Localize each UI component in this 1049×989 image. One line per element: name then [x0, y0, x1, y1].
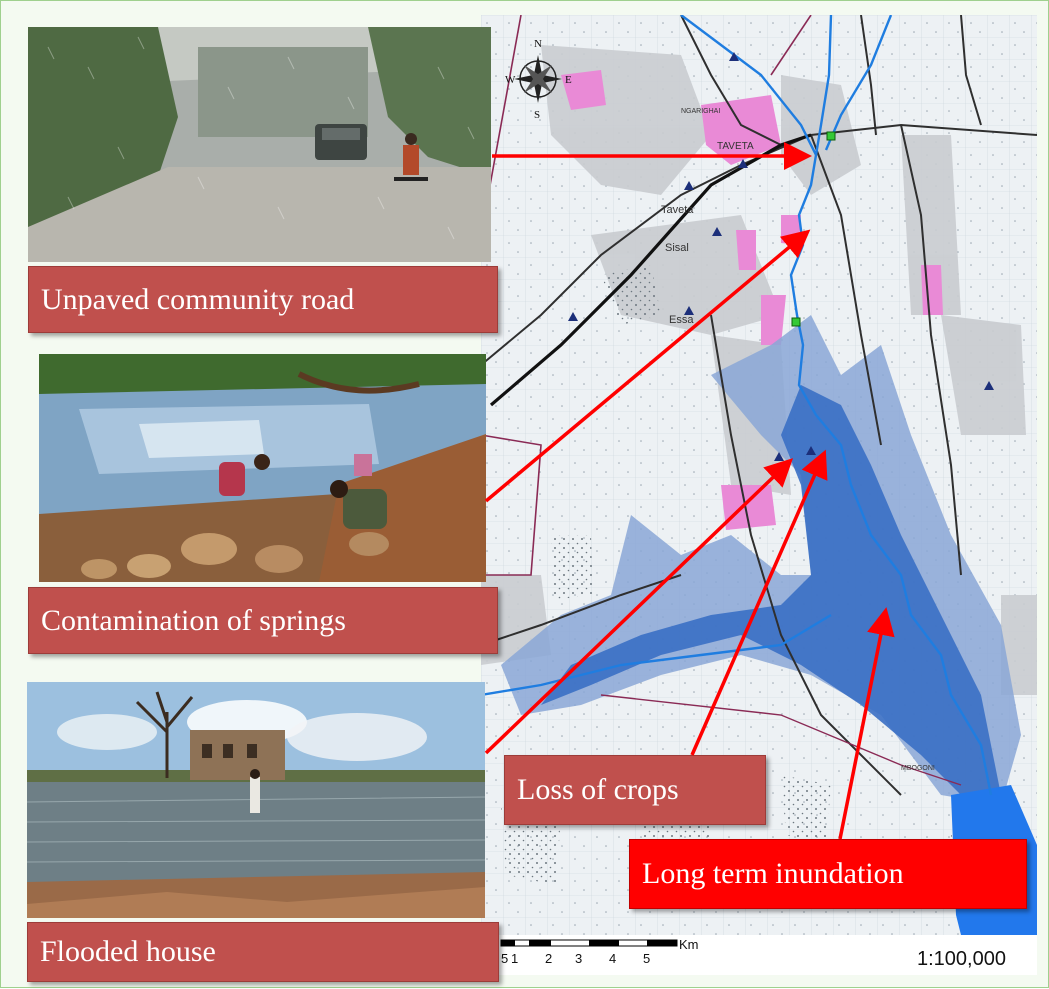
topographic-map: N S W E TAVETA Taveta Sisal Essa NGARIGH… [481, 15, 1037, 975]
label-flooded-house: Flooded house [27, 922, 499, 982]
place-sisal: Sisal [665, 242, 689, 254]
label-long-term-inundation: Long term inundation [629, 839, 1027, 909]
place-mbogoni: MBOGONI [901, 765, 935, 772]
scale-tick: 2 [545, 951, 552, 966]
scale-ratio: 1:100,000 [917, 948, 1006, 970]
place-essa: Essa [669, 314, 694, 326]
label-contamination-springs: Contamination of springs [28, 587, 498, 654]
scale-unit: Km [679, 937, 699, 952]
photo-unpaved-road [28, 27, 491, 262]
compass-w: W [505, 74, 516, 86]
place-taveta-town: TAVETA [717, 141, 754, 152]
scale-tick: 4 [609, 951, 616, 966]
photo-springs [39, 354, 486, 582]
compass-e: E [565, 74, 572, 86]
compass-s: S [534, 109, 540, 121]
place-njukini: NGARIGHAI [681, 108, 720, 115]
label-unpaved-road: Unpaved community road [28, 266, 498, 333]
scale-tick: 5 [643, 951, 650, 966]
label-loss-of-crops: Loss of crops [504, 755, 766, 825]
compass-n: N [534, 38, 542, 50]
scale-tick: 1 [511, 951, 518, 966]
flood-map: N S W E TAVETA Taveta Sisal Essa NGARIGH… [481, 15, 1037, 975]
compass-rose [514, 55, 562, 103]
scale-tick: 5 [501, 951, 508, 966]
place-taveta: Taveta [661, 204, 694, 216]
scale-tick: 3 [575, 951, 582, 966]
photo-flooded-house [27, 682, 485, 918]
scale-bar [500, 939, 678, 947]
